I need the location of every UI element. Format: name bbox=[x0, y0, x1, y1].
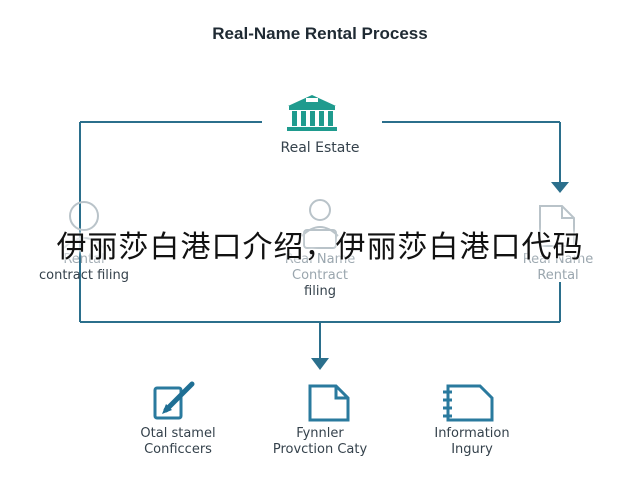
notebook-icon bbox=[443, 384, 494, 422]
label-line: Provction Caty bbox=[272, 442, 368, 457]
node-real-estate-label: Real Estate bbox=[280, 140, 360, 156]
arrow-center-down bbox=[311, 358, 329, 370]
node-rental-contract-label: Rental contract filing bbox=[14, 252, 154, 284]
node-real-name-rental-label: Real Name Rental bbox=[488, 252, 628, 284]
edit-document-icon bbox=[153, 381, 195, 420]
user-badge-icon bbox=[301, 199, 339, 249]
label-line: contract filing bbox=[38, 268, 130, 283]
overlay-caption: 伊丽莎白港口介绍，伊丽莎白港口代码 bbox=[56, 230, 584, 265]
label-line: Fynnler bbox=[296, 426, 344, 441]
bank-building-icon bbox=[287, 95, 337, 131]
label-line: filing bbox=[304, 284, 336, 299]
label-line: Information bbox=[434, 426, 510, 441]
node-bottom-center-label: Fynnler Provction Caty bbox=[250, 426, 390, 458]
node-bottom-right-label: Information Ingury bbox=[402, 426, 542, 458]
label-line: Contract bbox=[292, 268, 348, 283]
label-line: Rental bbox=[537, 268, 579, 283]
document-icon bbox=[539, 205, 575, 247]
label-line: Rental bbox=[63, 252, 105, 267]
node-real-name-contract-label: Real Name Contract filing bbox=[250, 252, 390, 300]
file-icon bbox=[308, 384, 350, 422]
person-icon bbox=[63, 201, 105, 249]
label-line: Ingury bbox=[451, 442, 493, 457]
arrow-right-down bbox=[551, 182, 569, 193]
label-line: Otal stamel bbox=[140, 426, 216, 441]
node-bottom-left-label: Otal stamel Conficcers bbox=[108, 426, 248, 458]
label-line: Conficcers bbox=[144, 442, 212, 457]
label-line: Real Name bbox=[284, 252, 356, 267]
diagram-title: Real-Name Rental Process bbox=[212, 24, 428, 43]
label-line: Real Name bbox=[522, 252, 594, 267]
